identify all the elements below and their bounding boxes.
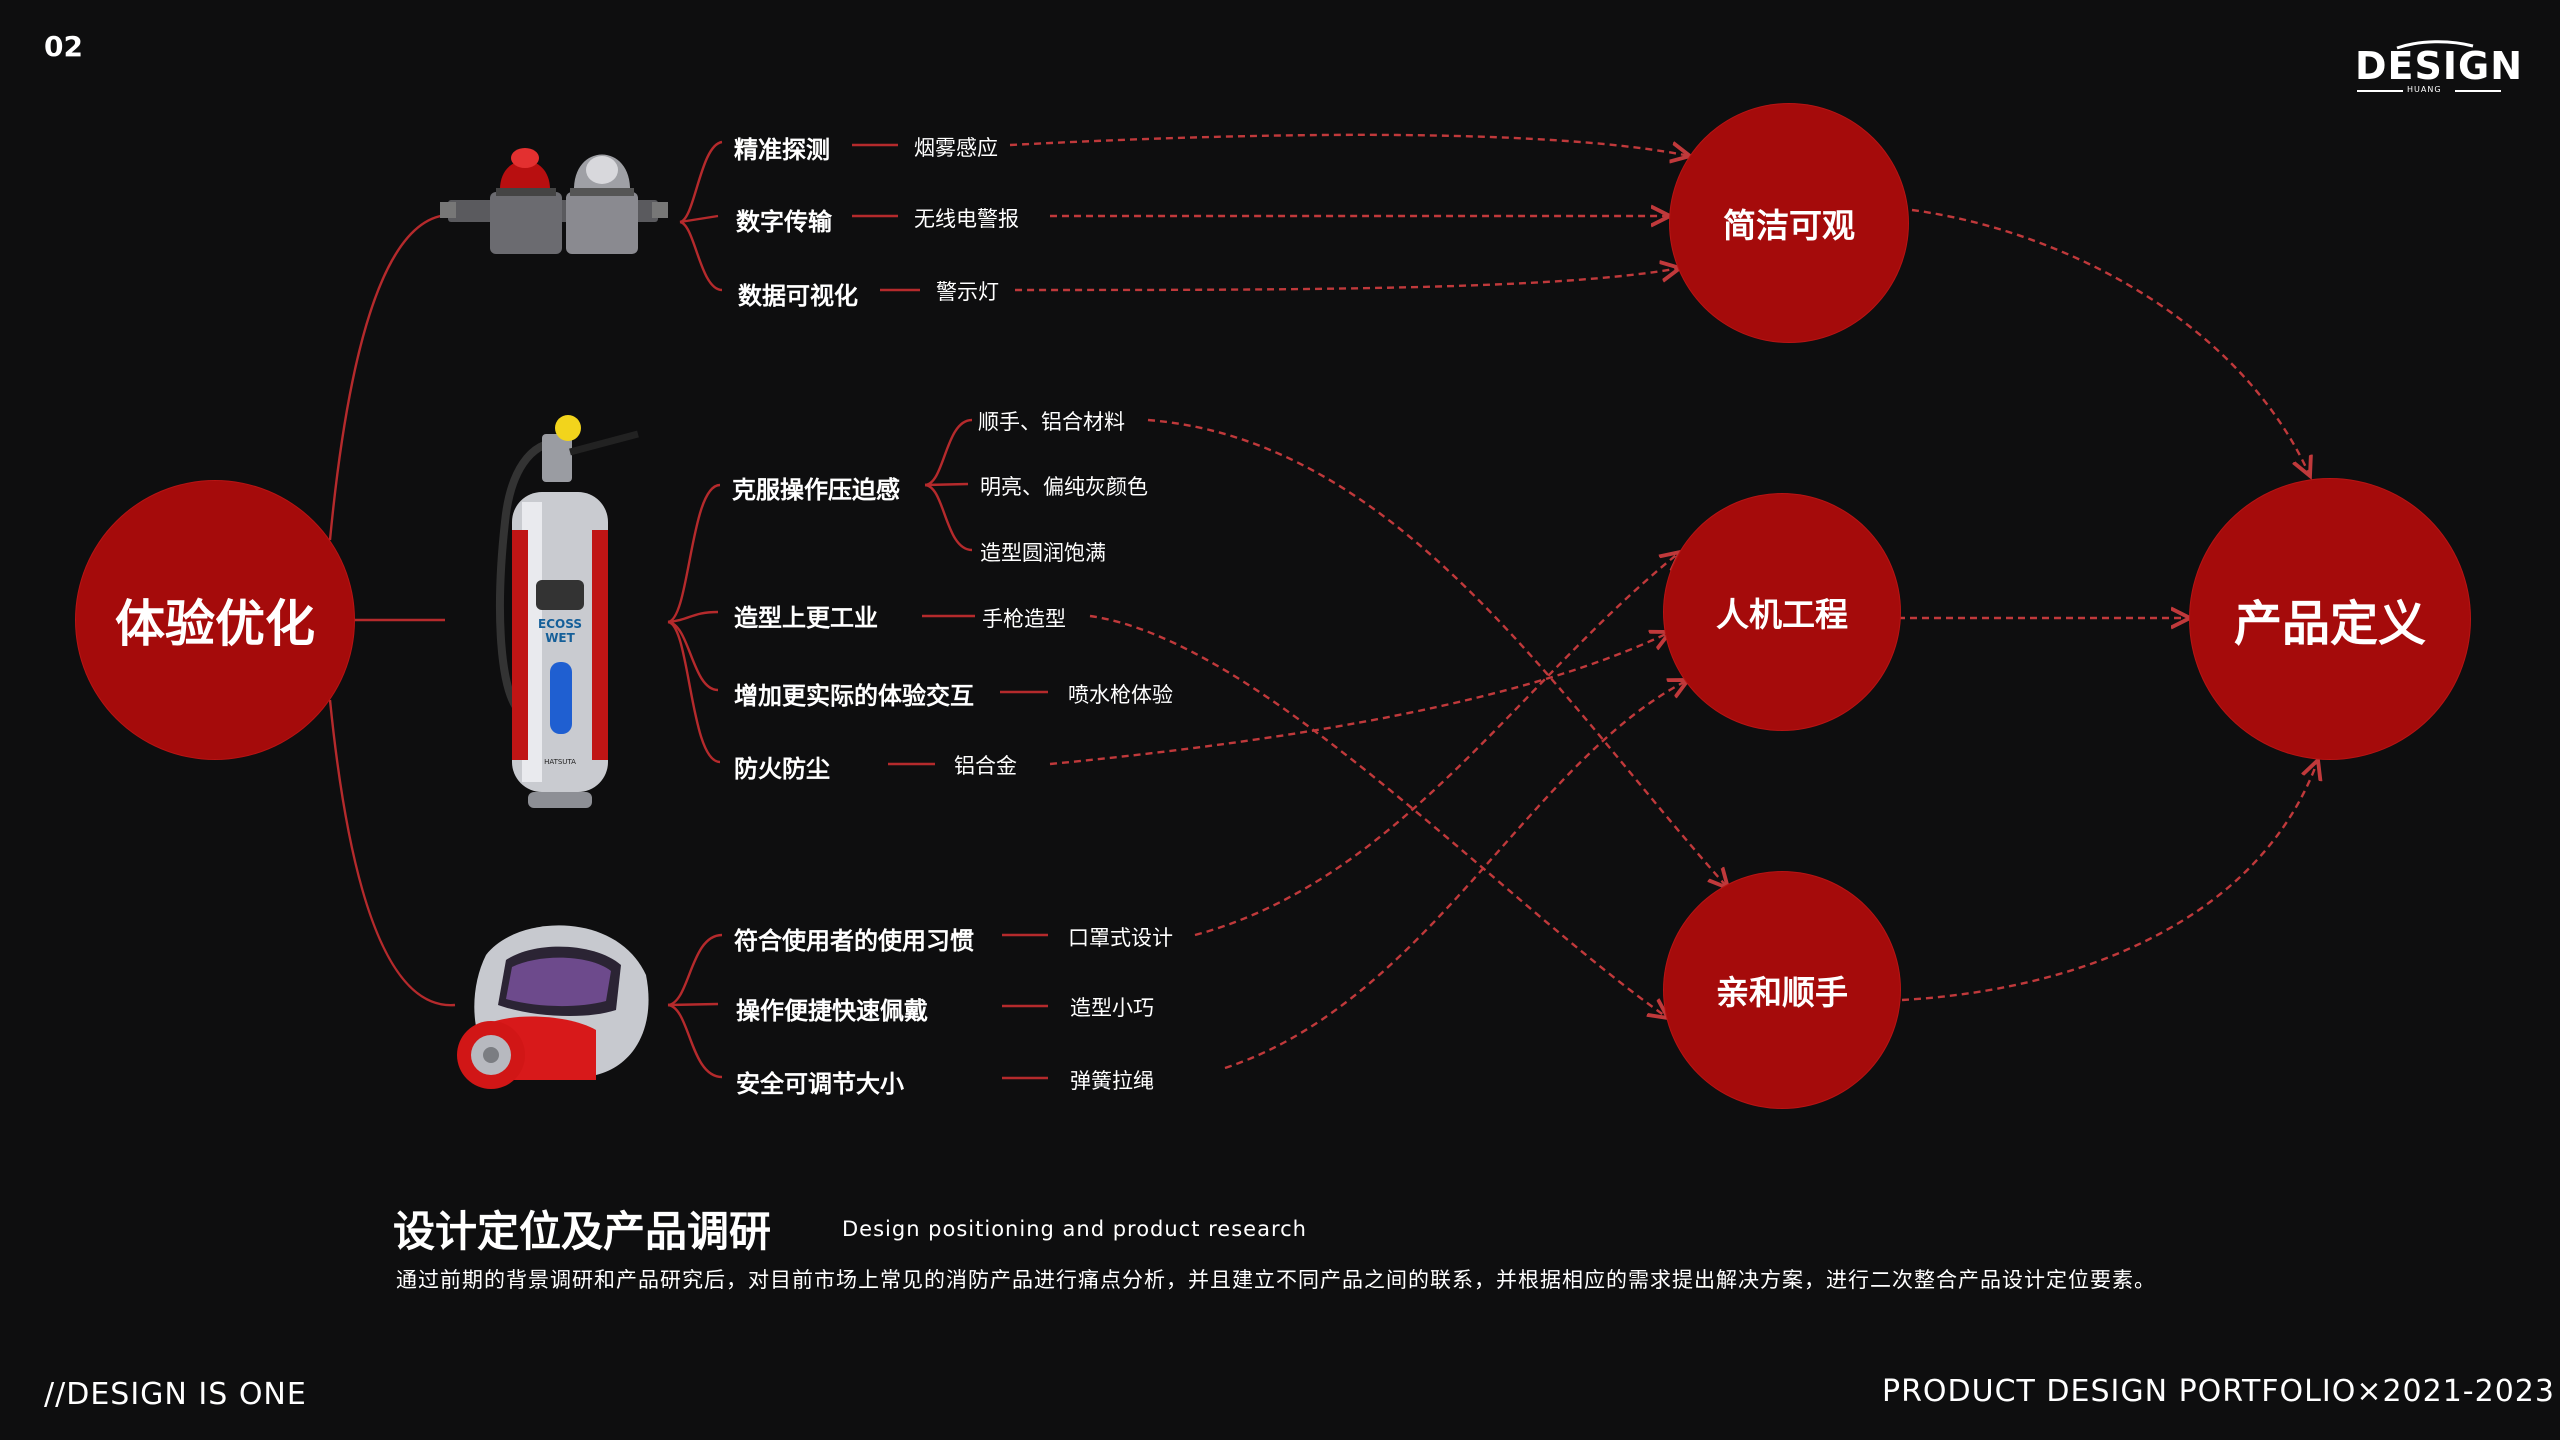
feature-label: 顺手、铝合材料 [978,410,1125,434]
feature-label: 明亮、偏纯灰颜色 [980,475,1148,499]
svg-text:ECOSS: ECOSS [538,617,582,631]
feature-label: 无线电警报 [914,207,1019,231]
footer-slogan: //DESIGN IS ONE [44,1377,307,1412]
feature-label: 弹簧拉绳 [1070,1069,1154,1093]
alarm-light-icon [440,148,668,254]
feature-label: 手枪造型 [982,607,1066,631]
friendly-node: 亲和顺手 [1664,872,1900,1108]
design-logo: DESIGN HUANG [2355,40,2522,96]
concise-node: 简洁可观 [1670,104,1908,342]
category-label: 操作便捷快速佩戴 [736,997,928,1025]
feature-label: 喷水枪体验 [1068,683,1173,707]
feature-label: 造型圆润饱满 [980,541,1106,565]
category-label: 防火防尘 [734,755,830,783]
feature-label: 造型小巧 [1070,996,1154,1020]
page-title: 设计定位及产品调研 [393,1207,772,1256]
category-label: 增加更实际的体验交互 [734,682,974,710]
footer-portfolio: PRODUCT DESIGN PORTFOLIO×2021-2023 [1882,1374,2555,1409]
feature-label: 口罩式设计 [1068,926,1173,950]
definition-node: 产品定义 [2190,479,2470,759]
category-label: 数据可视化 [738,282,858,310]
svg-text:HATSUTA: HATSUTA [544,758,576,766]
page-number: 02 [44,30,83,63]
category-label: 造型上更工业 [734,604,878,632]
feature-label: 烟雾感应 [914,136,998,160]
feature-label: 铝合金 [954,754,1017,778]
root-node: 体验优化 [76,481,354,759]
ergonomics-node: 人机工程 [1664,494,1900,730]
category-label: 数字传输 [736,208,832,236]
feature-label: 警示灯 [936,280,999,304]
svg-text:WET: WET [545,631,575,645]
category-label: 克服操作压迫感 [732,476,900,504]
fire-extinguisher-icon: ECOSS WET HATSUTA [496,415,639,808]
category-label: 安全可调节大小 [736,1070,904,1098]
category-label: 符合使用者的使用习惯 [734,927,974,955]
page-description: 通过前期的背景调研和产品研究后，对目前市场上常见的消防产品进行痛点分析，并且建立… [396,1268,2156,1292]
page-subtitle: Design positioning and product research [842,1217,1307,1241]
category-label: 精准探测 [734,136,830,164]
escape-hood-icon [457,925,649,1089]
